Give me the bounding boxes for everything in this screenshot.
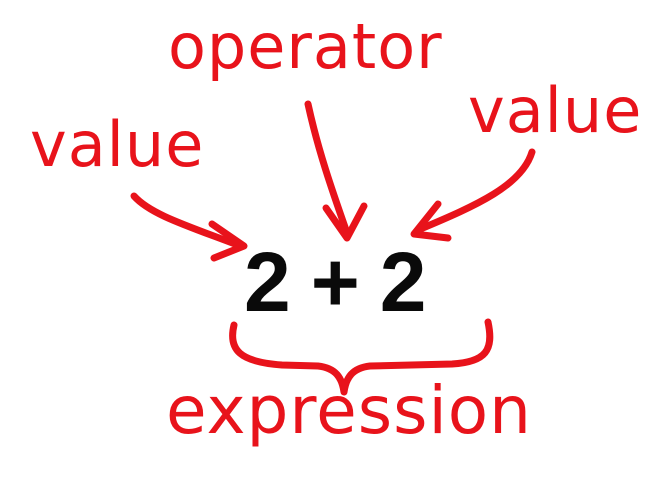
- value-left-label: value: [30, 108, 205, 181]
- expression-label: expression: [166, 372, 533, 449]
- operator-symbol: +: [310, 235, 360, 329]
- operator-arrow-icon: [304, 100, 350, 234]
- value-right-arrow-icon: [414, 148, 536, 234]
- value-left-arrow-icon: [130, 192, 239, 248]
- right-value: 2: [379, 235, 427, 329]
- operator-arrowhead-icon: [322, 202, 368, 242]
- value-right-arrowhead-icon: [410, 200, 452, 242]
- expression-text: 2+2: [244, 240, 427, 324]
- value-right-label: value: [468, 74, 643, 147]
- operator-label: operator: [168, 10, 443, 83]
- value-left-arrowhead-icon: [208, 220, 248, 262]
- left-value: 2: [244, 235, 291, 329]
